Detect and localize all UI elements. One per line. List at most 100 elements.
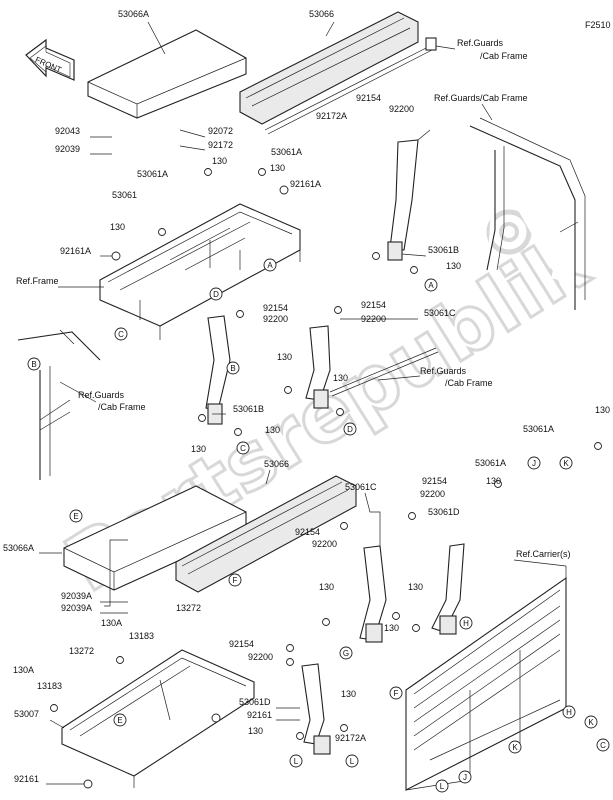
callout-circle — [596, 738, 610, 752]
part-label-l45: 92154 — [422, 476, 447, 486]
callout-circle — [435, 779, 449, 793]
callout-letter: F — [394, 689, 399, 698]
callout-letter: A — [428, 281, 434, 290]
callout-letter: B — [31, 360, 36, 369]
callout-circle — [458, 770, 472, 784]
fastener-markers — [50, 168, 602, 789]
callout-c5: C — [114, 327, 128, 341]
part-label-l42: 53061A — [475, 458, 506, 468]
part-label-l16: 130 — [270, 163, 285, 173]
callout-c22: L — [435, 779, 449, 793]
callout-letter: L — [294, 757, 299, 766]
callout-c15: H — [459, 616, 473, 630]
callout-circle — [584, 715, 598, 729]
callout-letter: G — [343, 649, 349, 658]
callout-letter: K — [512, 743, 518, 752]
callout-c18: J — [458, 770, 472, 784]
callout-c20: K — [508, 740, 522, 754]
callout-c3: B — [27, 357, 41, 371]
part-label-l64: 13183 — [37, 681, 62, 691]
part-label-l8: Ref.Guards/Cab Frame — [434, 93, 528, 103]
part-label-l66: 53061D — [239, 697, 271, 707]
callout-c4: B — [226, 361, 240, 375]
part-label-l62: 13272 — [69, 646, 94, 656]
callout-letter: A — [267, 261, 273, 270]
callout-circle — [27, 357, 41, 371]
part-label-l34: 130 — [333, 373, 348, 383]
part-label-l29: 53061C — [424, 308, 456, 318]
callout-letter: E — [73, 512, 78, 521]
part-label-l7: 92200 — [389, 104, 414, 114]
callout-letter: J — [532, 459, 536, 468]
part-label-l20: 130 — [110, 222, 125, 232]
part-label-l14: 53061A — [271, 147, 302, 157]
callout-circle — [559, 456, 573, 470]
callout-circle — [113, 713, 127, 727]
callout-c21: K — [584, 715, 598, 729]
part-label-l4: Ref.Guards — [457, 38, 504, 48]
callout-c10: E — [69, 509, 83, 523]
part-label-l52: 92039A — [61, 591, 92, 601]
front-arrow: FRONT — [25, 38, 75, 81]
callout-letter: H — [566, 708, 572, 717]
callout-c19: K — [559, 456, 573, 470]
callout-letter: J — [463, 773, 467, 782]
seat-belt-middle-right — [305, 325, 331, 409]
callout-circle — [226, 361, 240, 375]
callout-c7: C — [596, 738, 610, 752]
callout-c13: F — [389, 686, 403, 700]
callout-circle — [508, 740, 522, 754]
callout-circle — [114, 327, 128, 341]
callout-c2: A — [424, 278, 438, 292]
callout-letter: D — [347, 425, 353, 434]
seat-belt-top-right — [387, 129, 431, 261]
part-label-l60: 92154 — [229, 639, 254, 649]
guard-frame-left — [17, 329, 101, 480]
callout-c14: G — [339, 646, 353, 660]
callout-circle — [339, 646, 353, 660]
backrest-53066-bottom — [175, 475, 357, 593]
seat-belt-bottom-a — [359, 545, 387, 643]
part-label-l54: 130 — [408, 582, 423, 592]
part-label-l10: 92072 — [208, 126, 233, 136]
part-label-l59: 13183 — [129, 631, 154, 641]
part-label-l56: 13272 — [176, 603, 201, 613]
part-label-l43: 130 — [486, 476, 501, 486]
seat-frame-top — [99, 203, 301, 340]
part-label-l61: 92200 — [248, 652, 273, 662]
part-label-l2: 53066 — [309, 9, 334, 19]
seat-cushion-53066a-top — [87, 29, 247, 119]
guard-frame-top-right — [469, 117, 586, 310]
callout-c12: F — [228, 573, 242, 587]
part-label-l24: Ref.Frame — [16, 276, 59, 286]
part-label-l11: 92039 — [55, 144, 80, 154]
watermark-gear-icon — [486, 209, 532, 255]
part-label-l15: 130 — [212, 156, 227, 166]
part-label-l70: 92172A — [335, 733, 366, 743]
callout-letter: D — [213, 290, 219, 299]
callout-letter: E — [117, 716, 122, 725]
part-label-l23: 130 — [446, 261, 461, 271]
guard-rod-middle — [329, 347, 439, 397]
part-label-l35: /Cab Frame — [98, 402, 146, 412]
part-label-l58: 130A — [101, 618, 122, 628]
part-label-l49: 92200 — [312, 539, 337, 549]
part-label-l33: /Cab Frame — [445, 378, 493, 388]
callout-letter: H — [463, 619, 469, 628]
part-label-l50: 53066A — [3, 543, 34, 553]
callout-letter: C — [600, 741, 606, 750]
seat-frame-53007 — [61, 649, 255, 788]
part-label-l31: Ref.Guards — [420, 366, 467, 376]
callout-circle — [562, 705, 576, 719]
callout-circle — [424, 278, 438, 292]
part-label-l3: F2510 — [585, 20, 611, 30]
callout-c6: C — [236, 441, 250, 455]
part-label-l51: Ref.Carrier(s) — [516, 549, 571, 559]
part-label-l5: /Cab Frame — [480, 51, 528, 61]
callout-letter: B — [230, 364, 235, 373]
seat-belt-bottom-b — [431, 543, 465, 635]
part-label-l6: 92154 — [356, 93, 381, 103]
callout-circle — [345, 754, 359, 768]
